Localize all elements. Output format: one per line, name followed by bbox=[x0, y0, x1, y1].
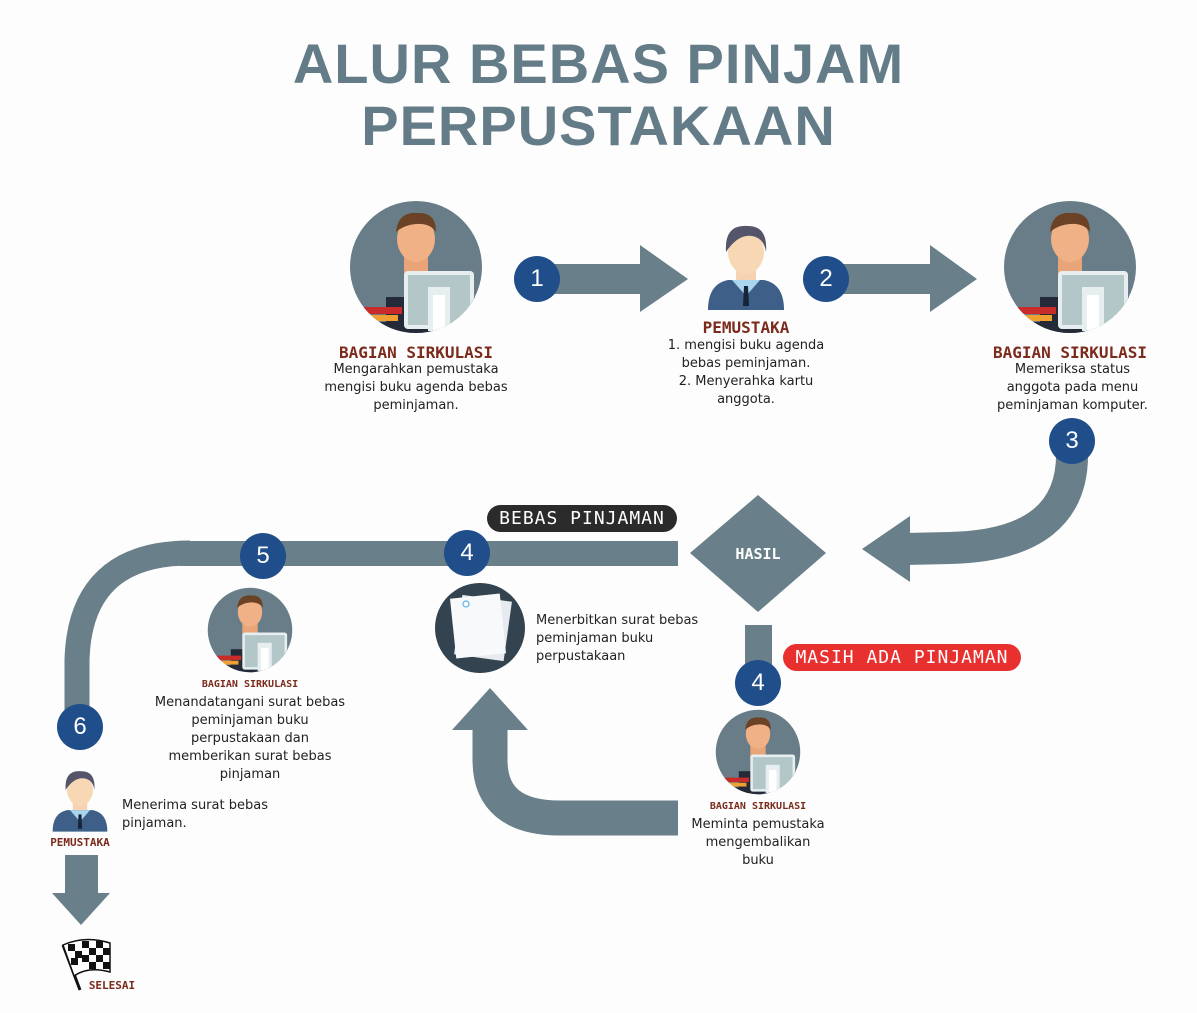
page-title-line1: ALUR BEBAS PINJAM bbox=[292, 32, 905, 95]
document-icon bbox=[435, 583, 525, 673]
arrow-masih bbox=[745, 625, 772, 665]
step-badge-1: 1 bbox=[514, 256, 560, 302]
decision-diamond bbox=[690, 495, 826, 612]
step2-desc2: 2. Menyerahka kartu anggota. bbox=[678, 374, 814, 407]
end-label: SELESAI bbox=[88, 979, 136, 992]
decision-label: HASIL bbox=[735, 545, 781, 563]
clerk-avatar-1 bbox=[346, 201, 482, 337]
clerk-avatar-5 bbox=[205, 588, 292, 675]
step-badge-5: 5 bbox=[240, 533, 286, 579]
step6-actor: PEMUSTAKA bbox=[50, 836, 110, 849]
clerk-avatar-3 bbox=[1000, 201, 1136, 337]
finish-flag-icon bbox=[61, 938, 111, 991]
step-badge-2: 2 bbox=[803, 256, 849, 302]
arrow-end bbox=[65, 855, 98, 895]
step3-actor: BAGIAN SIRKULASI bbox=[992, 343, 1148, 362]
step1-desc: Mengarahkan pemustaka mengisi buku agend… bbox=[324, 362, 508, 413]
step4a-desc: Menerbitkan surat bebas peminjaman buku … bbox=[536, 613, 699, 664]
patron-icon-2 bbox=[708, 225, 784, 310]
branch-masih-label: MASIH ADA PINJAMAN bbox=[783, 644, 1021, 671]
step4b-desc: Meminta pemustaka mengembalikan buku bbox=[691, 817, 825, 868]
branch-bebas-label: BEBAS PINJAMAN bbox=[487, 505, 677, 532]
clerk-avatar-4b bbox=[713, 710, 800, 797]
step2-actor: PEMUSTAKA bbox=[702, 318, 790, 337]
step-badge-3: 3 bbox=[1049, 418, 1095, 464]
step5-actor: BAGIAN SIRKULASI bbox=[201, 679, 299, 690]
step5-desc: Menandatangani surat bebas peminjaman bu… bbox=[154, 695, 346, 782]
patron-icon-6 bbox=[52, 771, 108, 832]
step2-desc1: 1. mengisi buku agenda bebas peminjaman. bbox=[667, 338, 825, 371]
arrow-3 bbox=[904, 449, 1089, 565]
step6-desc: Menerima surat bebas pinjaman. bbox=[122, 798, 268, 831]
step3-desc: Memeriksa status anggota pada menu pemin… bbox=[997, 362, 1148, 413]
step-badge-4: 4 bbox=[444, 530, 490, 576]
step-badge-4b: 4 bbox=[735, 660, 781, 706]
step1-actor: BAGIAN SIRKULASI bbox=[338, 343, 494, 362]
page-title-line2: PERPUSTAKAAN bbox=[361, 94, 836, 157]
arrow-return bbox=[472, 725, 678, 836]
step-badge-6: 6 bbox=[57, 704, 103, 750]
step4b-actor: BAGIAN SIRKULASI bbox=[709, 801, 807, 812]
